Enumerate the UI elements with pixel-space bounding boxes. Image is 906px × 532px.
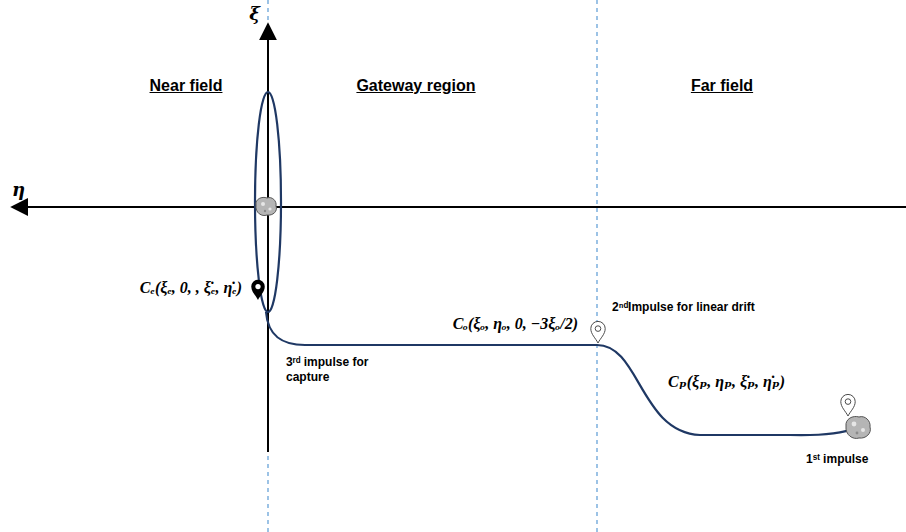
region-heading: Gateway region (356, 76, 475, 95)
capture-orbit (255, 92, 281, 312)
axis-label: η (12, 180, 25, 200)
location-pin (251, 280, 265, 300)
location-pin (591, 321, 605, 343)
xi-axis (267, 24, 269, 452)
impulse-note: 2ⁿᵈImpulse for linear drift (612, 300, 762, 315)
transfer-trajectory (597, 345, 856, 435)
location-pin (841, 394, 855, 416)
region-heading: Near field (150, 76, 223, 95)
impulse-note: 3ʳᵈ impulse for capture (286, 355, 374, 385)
state-label: Cₚ(ξₚ, ηₚ, ξ̇ₚ, η̇ₚ) (668, 372, 785, 392)
region-divider (267, 0, 268, 532)
axis-label: ξ (249, 4, 260, 24)
drift-trajectory (266, 312, 597, 345)
asteroid (256, 197, 277, 215)
state-label: Cₑ(ξₑ, 0, , ξ̇ₑ, η̇ₑ) (140, 278, 242, 298)
state-label: Cₒ(ξₒ, ηₒ, 0, −3ξₒ/2) (453, 314, 578, 334)
region-divider (596, 0, 597, 532)
region-heading: Far field (691, 76, 753, 95)
impulse-note: 1ˢᵗ impulse (806, 452, 868, 467)
asteroid (846, 416, 870, 438)
eta-axis (12, 206, 906, 208)
